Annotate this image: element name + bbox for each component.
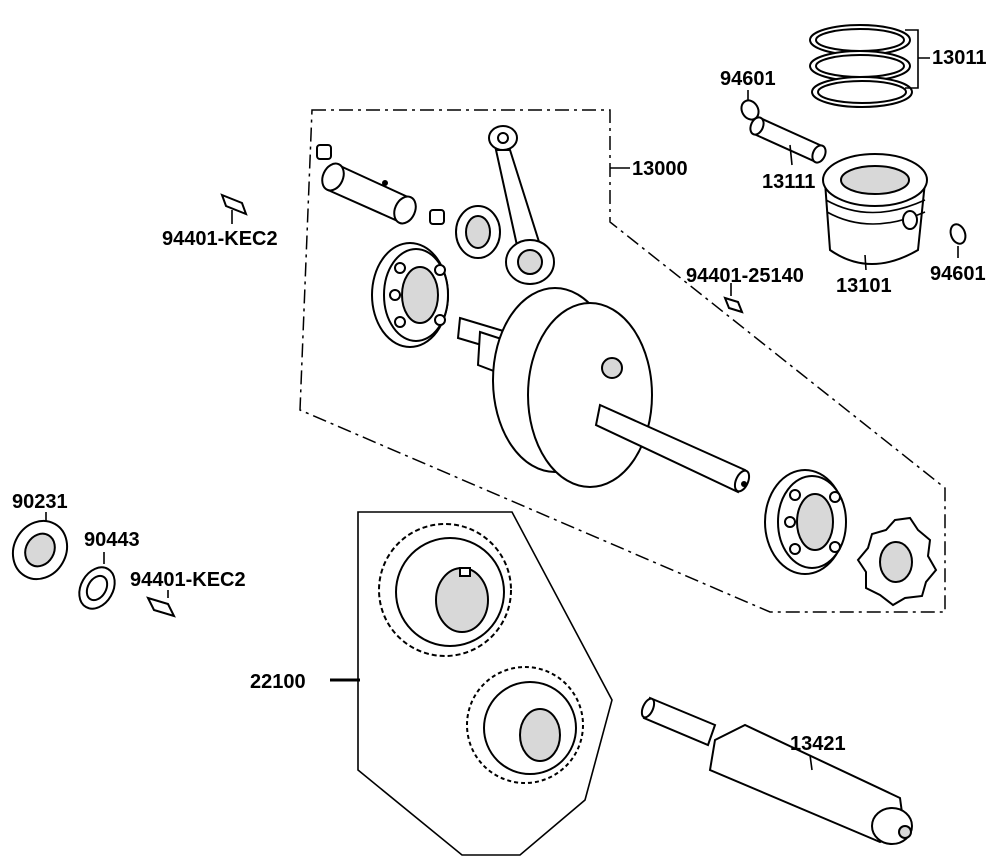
piston-rings-icon[interactable] — [809, 24, 913, 108]
ball-bearing-icon[interactable] — [764, 469, 847, 575]
label-90231: 90231 — [12, 491, 68, 513]
label-13000: 13000 — [632, 158, 688, 180]
label-94401-25140: 94401-25140 — [686, 265, 804, 287]
sprocket-icon[interactable] — [856, 516, 938, 607]
gear-icon[interactable] — [466, 666, 584, 784]
crank-pin-icon[interactable] — [316, 144, 445, 227]
circlip-icon[interactable] — [948, 222, 968, 246]
needle-bearing-icon[interactable] — [455, 205, 501, 259]
label-94401-kec2-bottom: 94401-KEC2 — [130, 569, 246, 591]
leader-13111 — [789, 144, 793, 166]
crankshaft-assembly-boundary — [299, 109, 946, 613]
ball-bearing-icon[interactable] — [371, 242, 449, 348]
label-13101: 13101 — [836, 275, 892, 297]
piston-pin-icon[interactable] — [748, 115, 828, 164]
woodruff-key-icon[interactable] — [723, 296, 744, 314]
leader-13101 — [864, 254, 867, 271]
piston-icon[interactable] — [822, 153, 928, 265]
balancer-shaft-icon[interactable] — [639, 696, 913, 845]
label-13421: 13421 — [790, 733, 846, 755]
washer-icon[interactable] — [72, 561, 122, 615]
label-94401-kec2-top: 94401-KEC2 — [162, 228, 278, 250]
crankshaft-icon[interactable] — [456, 287, 752, 494]
woodruff-key-icon[interactable] — [220, 193, 248, 216]
connecting-rod-icon[interactable] — [488, 125, 555, 285]
leader-13011 — [905, 29, 930, 89]
label-13111: 13111 — [762, 171, 815, 193]
lock-nut-icon[interactable] — [2, 511, 77, 589]
gear-icon[interactable] — [378, 523, 512, 657]
label-13011: 13011 — [932, 47, 987, 69]
label-94601-right: 94601 — [930, 263, 986, 285]
leader-13421 — [809, 754, 813, 771]
gear-set-boundary — [357, 511, 613, 856]
label-22100: 22100 — [250, 671, 306, 693]
woodruff-key-icon[interactable] — [146, 596, 176, 618]
label-94601-top: 94601 — [720, 68, 776, 90]
label-90443: 90443 — [84, 529, 140, 551]
